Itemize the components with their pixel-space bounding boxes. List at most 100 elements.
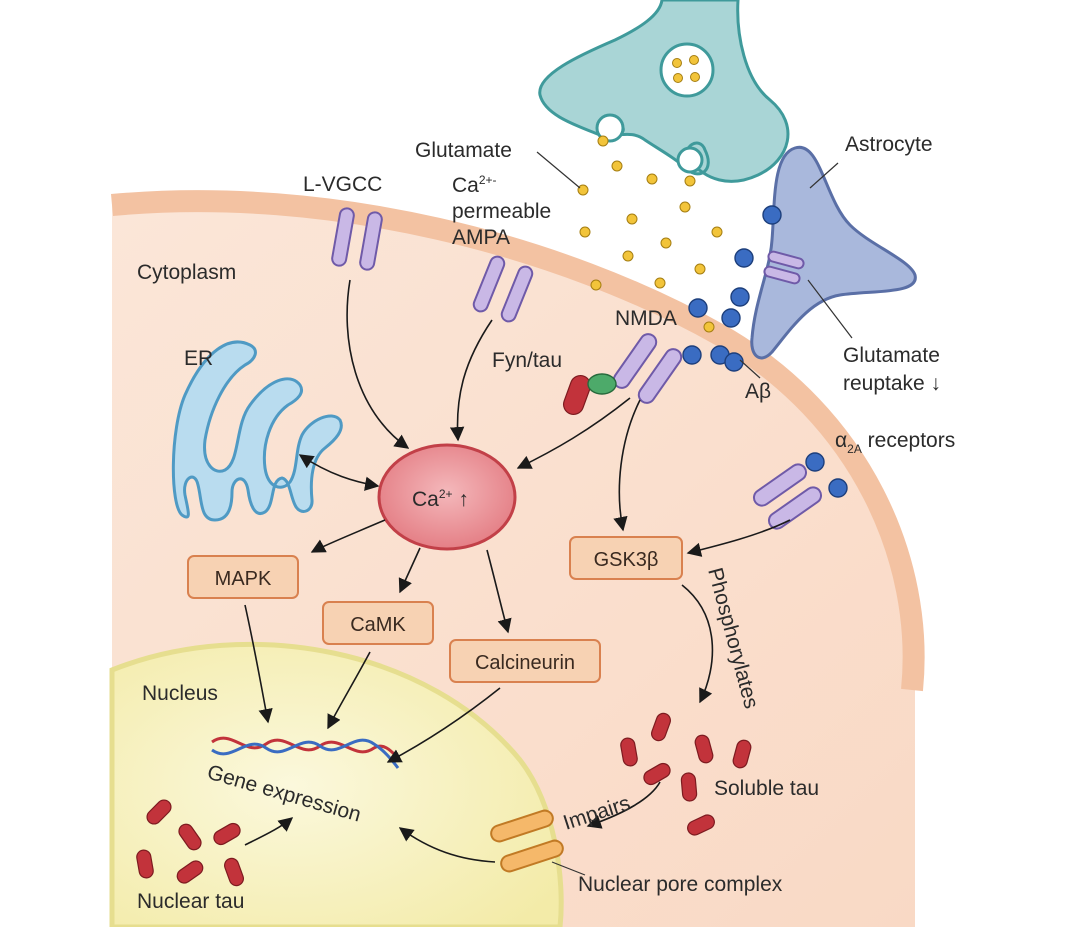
astrocyte-body bbox=[750, 145, 917, 360]
tau-protein bbox=[562, 375, 592, 415]
glutamate-dot bbox=[590, 279, 602, 291]
glutamate-dot bbox=[597, 135, 609, 147]
arrow-calcium-to-calcineurin bbox=[486, 549, 512, 634]
nmda-subunit bbox=[637, 348, 683, 404]
calcineurin-label: Calcineurin bbox=[475, 652, 575, 674]
mapk-box: MAPK bbox=[187, 555, 299, 599]
nucleus bbox=[109, 641, 564, 927]
glutamate-reuptake-label-line2: reuptake ↓ bbox=[843, 372, 941, 395]
dna-strand-blue bbox=[211, 738, 400, 769]
glutamate-dot bbox=[711, 226, 723, 238]
ampa-subunit bbox=[472, 255, 506, 313]
dna-helix bbox=[211, 736, 400, 769]
leader-abeta bbox=[739, 359, 761, 379]
arrow-pore-to-gene bbox=[398, 827, 496, 863]
l-vgcc-channel bbox=[331, 207, 383, 271]
alpha2a-subunit bbox=[752, 463, 808, 507]
nucleus-label: Nucleus bbox=[142, 682, 218, 705]
er-label: ER bbox=[184, 347, 213, 370]
nuclear-tau-protein bbox=[224, 857, 244, 887]
glutamate-dot bbox=[626, 213, 638, 225]
leader-nuclear-pore bbox=[551, 861, 586, 876]
abeta-dot bbox=[762, 205, 782, 225]
glutamate-dot bbox=[660, 237, 672, 249]
vesicle-glutamate bbox=[690, 72, 700, 82]
abeta-dot bbox=[721, 308, 741, 328]
release-pit bbox=[595, 113, 625, 143]
calcineurin-box: Calcineurin bbox=[449, 639, 601, 683]
leader-astrocyte bbox=[809, 162, 839, 189]
vesicle-glutamate bbox=[689, 55, 699, 65]
glutamate-label: Glutamate bbox=[415, 139, 512, 162]
glutamate-dot bbox=[694, 263, 706, 275]
abeta-dot bbox=[734, 248, 754, 268]
nuclear-pore-complex-label: Nuclear pore complex bbox=[578, 873, 783, 896]
ampa-label-line2: permeable bbox=[452, 200, 551, 223]
mapk-label: MAPK bbox=[215, 568, 272, 590]
leader-glutamate bbox=[536, 151, 581, 189]
nmda-channel bbox=[612, 333, 683, 404]
arrow-impairs bbox=[586, 781, 661, 829]
leader-glutamate-reuptake bbox=[807, 279, 853, 339]
nmda-subunit bbox=[612, 333, 658, 389]
arrow-calcium-to-mapk bbox=[310, 519, 386, 553]
ampa-channel bbox=[472, 255, 534, 323]
calcineurin-rect bbox=[449, 639, 601, 683]
soluble-tau-protein bbox=[680, 772, 698, 802]
ampa-label-line3: AMPA bbox=[452, 226, 510, 249]
nuclear-tau-protein bbox=[136, 849, 154, 879]
fyn-kinase bbox=[587, 373, 617, 395]
release-pit bbox=[676, 146, 704, 174]
glutamate-transporter bbox=[767, 250, 805, 270]
vesicle-glutamate bbox=[672, 58, 682, 68]
nuclear-tau-protein bbox=[213, 822, 241, 846]
arrow-calcium-to-camk bbox=[398, 547, 421, 594]
alpha2a-subunit bbox=[767, 486, 823, 530]
pathway-arrows bbox=[244, 279, 791, 863]
nuclear-tau-label: Nuclear tau bbox=[137, 890, 244, 913]
nuclear-tau-protein bbox=[176, 860, 204, 884]
ampa-subunit bbox=[500, 265, 534, 323]
glutamate-dot bbox=[611, 160, 623, 172]
leader-lines bbox=[536, 151, 853, 876]
alpha2a-receptors-label: α2A receptors bbox=[835, 429, 955, 456]
l-vgcc-subunit bbox=[331, 207, 355, 267]
abeta-dot bbox=[828, 478, 848, 498]
gsk3b-box: GSK3β bbox=[569, 536, 683, 580]
soluble-tau-group bbox=[620, 712, 752, 836]
mapk-rect bbox=[187, 555, 299, 599]
nuclear-tau-group bbox=[136, 799, 244, 887]
l-vgcc-label: L-VGCC bbox=[303, 173, 382, 196]
arrow-calcineurin-to-gene bbox=[386, 687, 501, 763]
glutamate-molecules bbox=[577, 135, 723, 333]
nmda-label: NMDA bbox=[615, 307, 677, 330]
calcium-label: Ca2+ ↑ bbox=[412, 487, 469, 511]
l-vgcc-subunit bbox=[359, 211, 383, 271]
abeta-label: Aβ bbox=[745, 380, 771, 403]
gsk3b-label: GSK3β bbox=[594, 549, 659, 571]
arrow-nmda-to-gsk3b bbox=[613, 399, 641, 532]
nuclear-pore-complex bbox=[490, 809, 564, 873]
pore-subunit bbox=[500, 839, 564, 873]
calcium-node: Ca2+ ↑ bbox=[377, 443, 517, 551]
arrow-mapk-to-gene bbox=[244, 604, 273, 724]
nuclear-tau-protein bbox=[146, 799, 172, 825]
arrow-gsk3b-phosphorylates-tau bbox=[681, 584, 714, 704]
camk-label: CaMK bbox=[350, 614, 406, 636]
gsk3b-rect bbox=[569, 536, 683, 580]
presynaptic-terminal-body bbox=[538, 0, 790, 183]
arrow-lvgcc-to-calcium bbox=[346, 279, 410, 449]
abeta-dot bbox=[730, 287, 750, 307]
synaptic-vesicle bbox=[659, 42, 715, 98]
cell-membrane bbox=[110, 190, 925, 692]
glutamate-dot bbox=[679, 201, 691, 213]
soluble-tau-protein bbox=[732, 739, 752, 769]
glutamate-dot bbox=[622, 250, 634, 262]
camk-rect bbox=[322, 601, 434, 645]
nucleus-body bbox=[109, 641, 564, 927]
glutamate-dot bbox=[654, 277, 666, 289]
arrow-er-calcium-bidirectional bbox=[298, 454, 380, 491]
abeta-dot bbox=[682, 345, 702, 365]
vesicle-glutamate bbox=[673, 73, 683, 83]
soluble-tau-protein bbox=[620, 737, 638, 767]
